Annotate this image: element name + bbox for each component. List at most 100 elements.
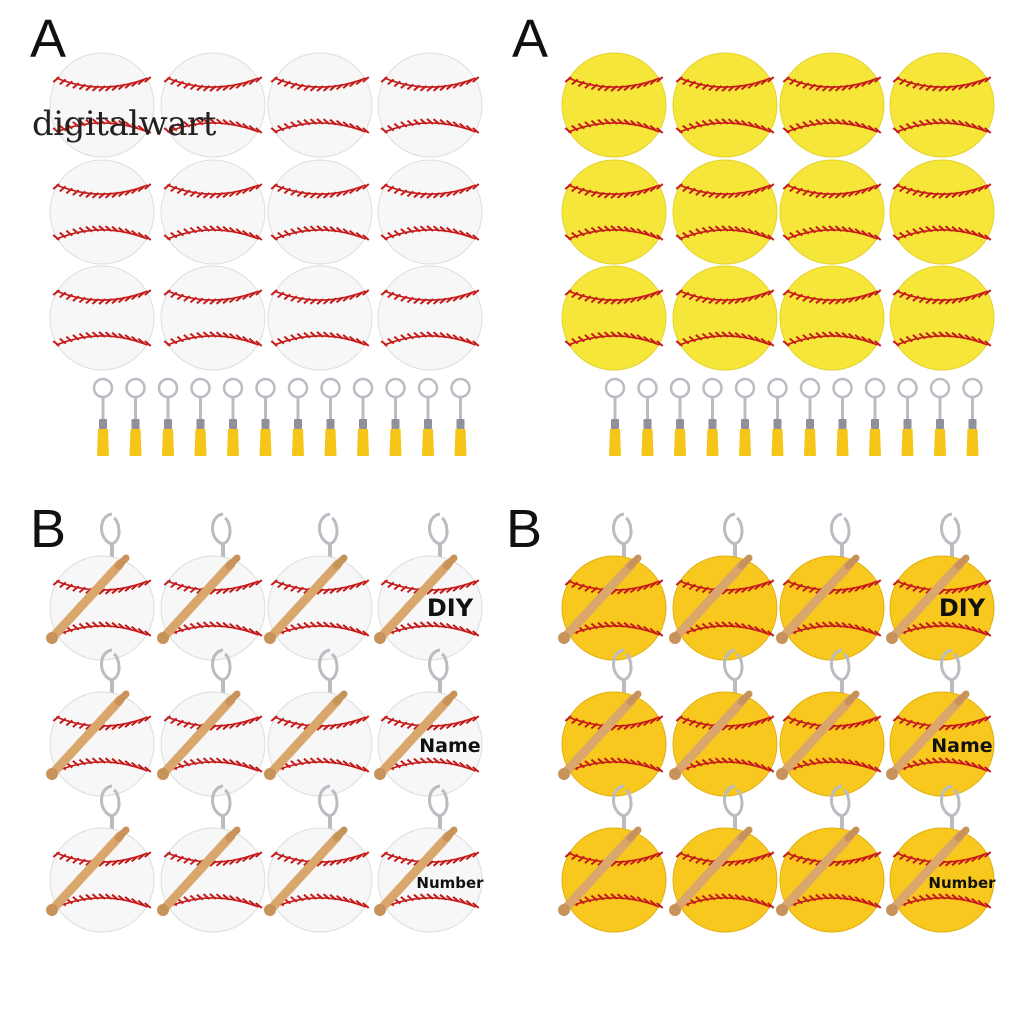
bat [157, 826, 241, 916]
keychain-disc [889, 827, 995, 933]
bat [46, 826, 130, 916]
bat [558, 554, 642, 644]
keychain [222, 377, 244, 456]
keychain-disc [267, 827, 373, 933]
bat [374, 826, 458, 916]
keychain [320, 377, 341, 456]
custom-text: Name [419, 735, 480, 757]
custom-text: DIY [427, 594, 474, 622]
keychain [92, 377, 114, 456]
panel-a-baseball-art [49, 52, 483, 456]
keychain [799, 377, 821, 456]
keychain [962, 377, 983, 456]
keychain-disc [160, 555, 266, 661]
panel-label: B [506, 499, 543, 559]
keychain-disc [49, 555, 155, 661]
disc [377, 52, 483, 158]
disc [561, 52, 667, 158]
bat [374, 554, 458, 644]
disc [889, 159, 995, 265]
keychain [125, 377, 146, 456]
bat [886, 826, 970, 916]
panel-label: A [30, 9, 67, 69]
bat [264, 690, 348, 780]
keychain [352, 377, 374, 456]
keychain-disc [160, 691, 266, 797]
keychain [637, 377, 658, 456]
keychain [287, 377, 309, 456]
watermark-text: digitalwart [32, 104, 216, 144]
disc [377, 159, 483, 265]
keychain-disc [377, 691, 483, 797]
disc [779, 265, 885, 371]
bat [46, 690, 130, 780]
keychain [385, 377, 406, 456]
keychain-disc [561, 691, 667, 797]
disc [267, 265, 373, 371]
disc [49, 159, 155, 265]
keychain [702, 377, 723, 456]
keychain [734, 377, 756, 456]
panel-a-softball-art [561, 52, 995, 456]
panel-a-baseball: A [0, 0, 512, 512]
bat [264, 826, 348, 916]
bat [886, 554, 970, 644]
keychain-disc [561, 555, 667, 661]
keychain-disc [267, 691, 373, 797]
bat [558, 826, 642, 916]
disc [49, 265, 155, 371]
disc [561, 265, 667, 371]
disc [160, 52, 266, 158]
keychain-disc [779, 555, 885, 661]
keychain-disc [160, 827, 266, 933]
keychain [832, 377, 853, 456]
disc [160, 159, 266, 265]
keychain-disc [49, 691, 155, 797]
custom-text: DIY [939, 594, 986, 622]
disc [267, 159, 373, 265]
keychain [450, 377, 471, 456]
keychain-disc [672, 555, 778, 661]
keychain-disc [779, 691, 885, 797]
keychain [864, 377, 886, 456]
bat [264, 554, 348, 644]
disc [672, 265, 778, 371]
bat [157, 554, 241, 644]
custom-text: Number [928, 874, 996, 892]
bat [374, 690, 458, 780]
bat [776, 554, 860, 644]
panel-label: B [30, 499, 67, 559]
keychain [929, 377, 951, 456]
keychain [767, 377, 788, 456]
keychain-disc [561, 827, 667, 933]
keychain-disc [49, 827, 155, 933]
keychain [604, 377, 626, 456]
keychain-disc [889, 555, 995, 661]
disc [672, 159, 778, 265]
bat [669, 690, 753, 780]
disc [779, 159, 885, 265]
bat [776, 690, 860, 780]
keychain-disc [377, 827, 483, 933]
keychain-disc [672, 691, 778, 797]
keychain [190, 377, 211, 456]
bat [558, 690, 642, 780]
disc [672, 52, 778, 158]
keychain [157, 377, 179, 456]
disc [889, 265, 995, 371]
keychain [255, 377, 276, 456]
keychain-disc [672, 827, 778, 933]
bat [669, 554, 753, 644]
custom-text: Name [931, 735, 992, 757]
disc [561, 159, 667, 265]
keychain-disc [779, 827, 885, 933]
bat [669, 826, 753, 916]
disc [779, 52, 885, 158]
bat [886, 690, 970, 780]
disc [377, 265, 483, 371]
disc [49, 52, 155, 158]
keychain [669, 377, 691, 456]
